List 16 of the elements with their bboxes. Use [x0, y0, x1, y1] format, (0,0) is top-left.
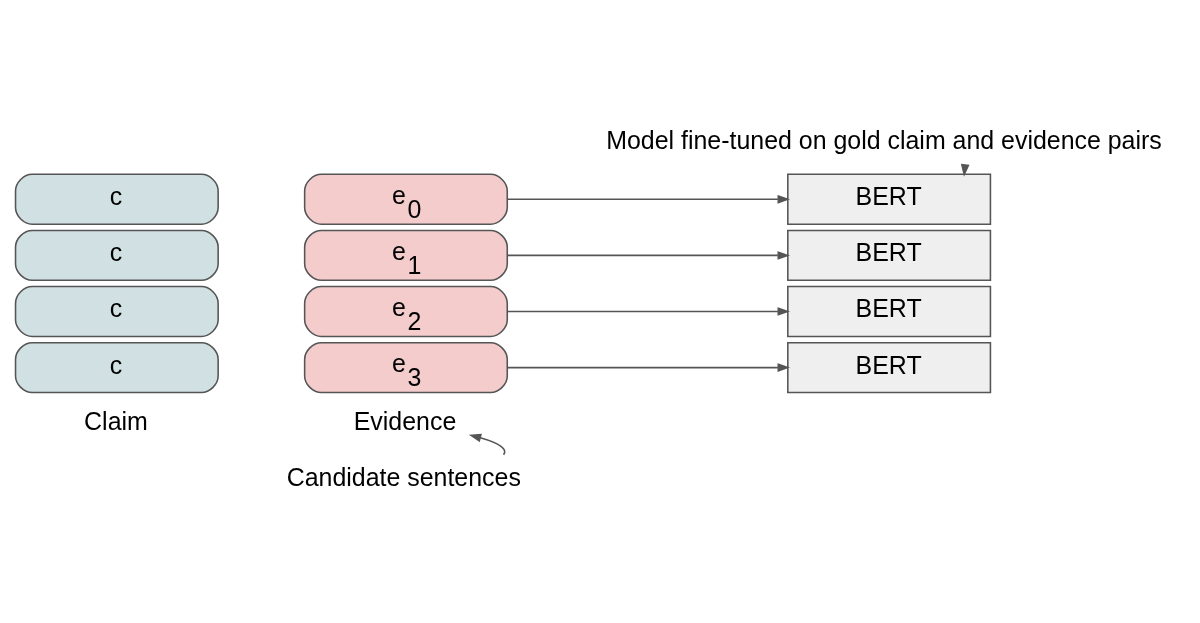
node-box: BERT [787, 341, 992, 394]
node-box: BERT [787, 285, 992, 338]
arrow [506, 307, 790, 316]
node-box: c [14, 341, 219, 394]
node-box: c [14, 285, 219, 338]
arrow [506, 363, 790, 372]
node-text: Candidate sentences [286, 462, 521, 491]
label: Claim [84, 406, 148, 435]
node-box: BERT [787, 173, 992, 225]
node-text: Evidence [353, 406, 457, 435]
node-box: c [14, 173, 219, 225]
node-box: c [14, 229, 219, 282]
node-text: Model fine-tuned on gold claim and evidence pairs [606, 126, 1162, 155]
arrow [506, 251, 790, 260]
node-box: BERT [787, 229, 992, 282]
arrow [506, 194, 790, 204]
